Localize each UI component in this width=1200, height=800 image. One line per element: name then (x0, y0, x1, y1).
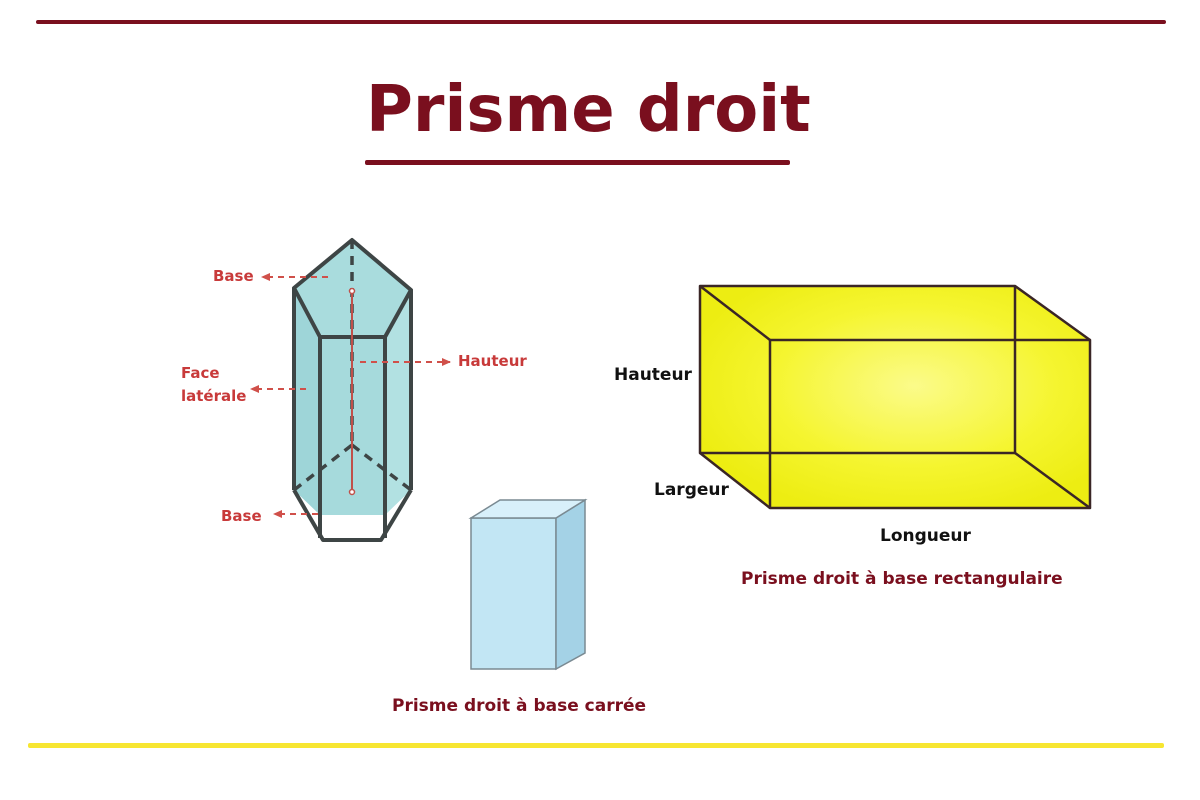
caption-rectangular-prism: Prisme droit à base rectangulaire (741, 569, 1063, 589)
label-hauteur-red: Hauteur (458, 352, 527, 370)
square-prism-side (555, 498, 586, 671)
top-rule (36, 20, 1166, 24)
bottom-base-visible-edges (292, 488, 413, 542)
rect-edge-top-right (1014, 284, 1091, 342)
rect-edge-bottom-right (1014, 451, 1091, 510)
label-face-line2: latérale (181, 387, 246, 405)
pentagonal-prism: Base Face latérale Hauteur Base (181, 238, 527, 542)
rect-prism-back-outline (698, 284, 1017, 455)
label-hauteur-black: Hauteur (614, 365, 693, 385)
rect-edge-top-left (699, 285, 771, 341)
square-prism: Prisme droit à base carrée (392, 498, 646, 716)
rect-prism-edges (698, 284, 1092, 510)
hidden-bottom-left (292, 443, 354, 492)
height-marker (348, 287, 356, 496)
pentagonal-prism-edges (292, 238, 413, 542)
rect-prism-body (700, 286, 1090, 508)
square-prism-top (468, 499, 588, 519)
label-base-bottom: Base (221, 507, 262, 525)
height-bottom-point (348, 488, 356, 496)
lateral-face-right (385, 290, 411, 515)
rect-edge-bottom-left (699, 452, 771, 509)
pentagonal-prism-arrows (250, 273, 451, 518)
label-largeur: Largeur (654, 480, 729, 500)
hidden-bottom-right (350, 443, 413, 492)
rectangular-prism: Hauteur Largeur Longueur Prisme droit à … (614, 284, 1092, 589)
square-prism-front (470, 517, 557, 670)
page-title: Prisme droit (366, 73, 811, 147)
label-base-top: Base (213, 267, 254, 285)
caption-square-prism: Prisme droit à base carrée (392, 696, 646, 716)
rect-prism-front-outline (768, 338, 1092, 510)
title-underline (365, 160, 790, 165)
top-base-outline (292, 238, 413, 339)
height-top-point (348, 287, 356, 295)
lateral-face-left (294, 288, 320, 515)
label-longueur: Longueur (880, 526, 972, 546)
bottom-rule (28, 743, 1164, 748)
label-face-line1: Face (181, 364, 220, 382)
